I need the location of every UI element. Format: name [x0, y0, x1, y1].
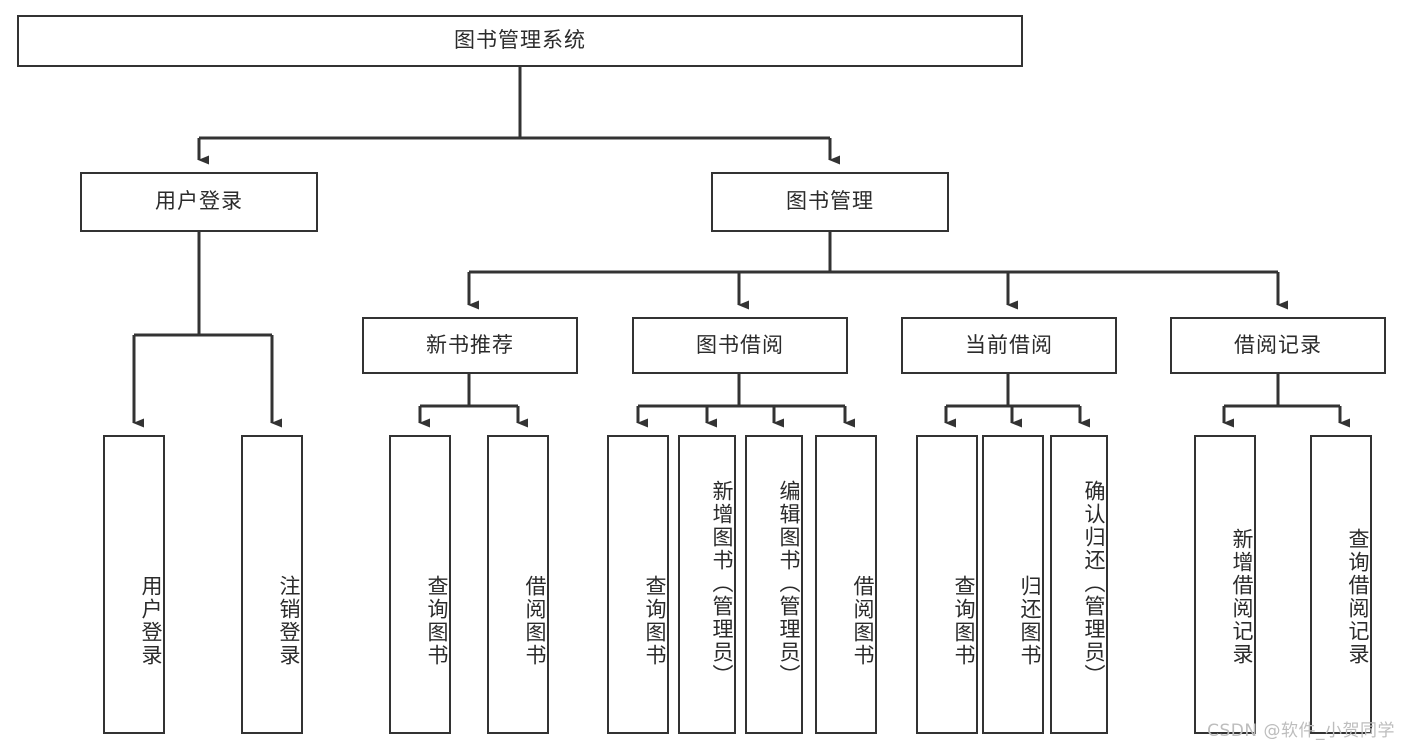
leaf-current-borrow-confirm-return[interactable]: 确认归还（管理员）	[1050, 435, 1108, 734]
leaf-borrow-record-query[interactable]: 查询借阅记录	[1310, 435, 1372, 734]
leaf-current-borrow-query[interactable]: 查询图书	[916, 435, 978, 734]
leaf-user-login-logout[interactable]: 注销登录	[241, 435, 303, 734]
leaf-current-borrow-return[interactable]: 归还图书	[982, 435, 1044, 734]
leaf-book-borrow-query[interactable]: 查询图书	[607, 435, 669, 734]
node-label: 图书管理系统	[454, 28, 586, 53]
node-label: 注销登录	[277, 574, 301, 667]
node-label: 用户登录	[155, 189, 243, 214]
node-label: 图书管理	[786, 189, 874, 214]
leaf-new-book-borrow[interactable]: 借阅图书	[487, 435, 549, 734]
node-label: 查询图书	[425, 574, 449, 667]
node-label: 查询图书	[643, 574, 667, 667]
node-borrow-record[interactable]: 借阅记录	[1170, 317, 1386, 374]
node-label: 借阅记录	[1234, 332, 1322, 357]
node-label: 查询图书	[952, 574, 976, 667]
node-label: 当前借阅	[965, 332, 1053, 357]
leaf-book-borrow-add[interactable]: 新增图书（管理员）	[678, 435, 736, 734]
leaf-book-borrow-borrow[interactable]: 借阅图书	[815, 435, 877, 734]
watermark-text: CSDN @软件_小贺同学	[1207, 721, 1395, 741]
node-book-management[interactable]: 图书管理	[711, 172, 949, 232]
node-label: 借阅图书	[851, 574, 875, 667]
node-label: 编辑图书（管理员）	[777, 480, 801, 687]
node-label: 归还图书	[1018, 574, 1042, 667]
node-new-book-recommend[interactable]: 新书推荐	[362, 317, 578, 374]
leaf-borrow-record-add[interactable]: 新增借阅记录	[1194, 435, 1256, 734]
node-current-borrow[interactable]: 当前借阅	[901, 317, 1117, 374]
node-root-book-management-system[interactable]: 图书管理系统	[17, 15, 1023, 67]
leaf-user-login-login[interactable]: 用户登录	[103, 435, 165, 734]
leaf-book-borrow-edit[interactable]: 编辑图书（管理员）	[745, 435, 803, 734]
node-user-login[interactable]: 用户登录	[80, 172, 318, 232]
node-label: 借阅图书	[523, 574, 547, 667]
node-label: 新增图书（管理员）	[710, 480, 734, 687]
node-label: 确认归还（管理员）	[1082, 480, 1106, 687]
leaf-new-book-query[interactable]: 查询图书	[389, 435, 451, 734]
node-label: 图书借阅	[696, 332, 784, 357]
node-label: 新增借阅记录	[1230, 527, 1254, 666]
node-label: 新书推荐	[426, 332, 514, 357]
node-label: 用户登录	[139, 574, 163, 667]
node-label: 查询借阅记录	[1346, 527, 1370, 666]
node-book-borrow[interactable]: 图书借阅	[632, 317, 848, 374]
